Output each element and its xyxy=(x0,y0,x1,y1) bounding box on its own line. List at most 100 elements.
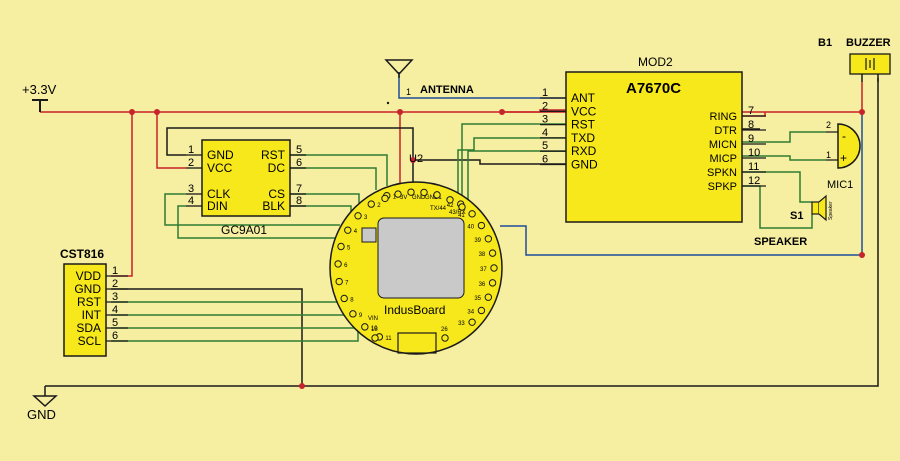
indus-pad-label: 1 xyxy=(393,195,397,201)
wire-mod-rxd xyxy=(467,150,566,200)
wire-micn xyxy=(742,131,826,143)
wire-gnd-rail xyxy=(45,78,879,387)
mod2-name: A7670C xyxy=(626,80,681,97)
mod2-ref: MOD2 xyxy=(638,55,673,69)
indus-pad-right xyxy=(468,318,476,326)
wire-spkn xyxy=(742,171,812,203)
junction-dot xyxy=(397,109,403,115)
mod2-pin-number: 4 xyxy=(542,127,548,139)
junction-dot xyxy=(859,109,865,115)
mod2-pin-number: 12 xyxy=(748,175,760,187)
indus-pad-right xyxy=(490,264,498,272)
indusboard: IndusBoard U2 3V GND GND1 TX/44 43/RX VI… xyxy=(329,153,503,355)
indus-pad-right xyxy=(484,293,493,301)
indus-label-vin: VIN xyxy=(368,316,378,322)
gc9a01-pin-number: 7 xyxy=(296,183,302,195)
mod2-pin-number: 11 xyxy=(748,161,759,173)
mod2-pin-number: 1 xyxy=(542,87,548,99)
gc9a01-pin-number: 3 xyxy=(188,183,194,195)
mod2-pin-name: DTR xyxy=(714,125,737,137)
indus-pad-label: 36 xyxy=(479,282,486,288)
mod2-pin-number: 5 xyxy=(542,140,548,152)
wire-3v3-cst-vdd xyxy=(111,112,133,277)
indusboard-lcd xyxy=(377,217,465,299)
indus-pad-label: 35 xyxy=(474,296,481,302)
mod2-pin-name: VCC xyxy=(571,104,597,118)
indus-pad-label: 33 xyxy=(458,321,465,327)
mic-minus: - xyxy=(842,129,846,143)
gc9a01-body xyxy=(201,139,291,217)
indus-pad-top xyxy=(394,190,402,198)
indus-pad-left xyxy=(334,260,342,268)
gc9a01-pin-name: BLK xyxy=(262,199,285,213)
indusboard-ref: U2 xyxy=(409,153,423,165)
wire-gc-cs xyxy=(290,193,360,203)
indus-pad-bottom xyxy=(371,334,379,342)
mod2-pin-name: SPKN xyxy=(707,167,737,179)
wire-antenna xyxy=(398,72,566,99)
wire-cst-sda xyxy=(111,318,355,329)
indus-pad-label: 18 xyxy=(371,327,378,333)
indus-pad-top xyxy=(407,188,415,196)
indus-pad-right xyxy=(484,235,493,243)
indus-pad-left xyxy=(367,200,375,208)
indusboard-name: IndusBoard xyxy=(384,303,445,317)
gc9a01-pin-name: RST xyxy=(261,148,286,162)
mod2-pin-number: 10 xyxy=(748,147,760,159)
cst816-pin-name: SCL xyxy=(78,334,102,348)
mic-pin1: 1 xyxy=(826,150,831,160)
indus-pad-label: 42 xyxy=(447,203,454,209)
gc9a01-pin-number: 1 xyxy=(188,144,194,156)
antenna-label: ANTENNA xyxy=(420,84,474,96)
indus-label-gnd: GND xyxy=(412,195,426,201)
mod2-pin-number: 9 xyxy=(748,133,754,145)
indus-pad-left xyxy=(361,323,369,331)
indus-pad-label: 11 xyxy=(385,336,392,342)
indus-pad-label: 4 xyxy=(354,229,358,235)
buzzer-icon xyxy=(865,58,875,70)
indus-pad-top xyxy=(420,188,428,197)
gc9a01-pin-name: GND xyxy=(207,148,234,162)
speaker-ref: S1 xyxy=(790,210,803,222)
indus-pad-label: 6 xyxy=(344,263,348,269)
indusboard-component xyxy=(361,227,377,243)
gnd-label: GND xyxy=(27,407,56,422)
junction-dot xyxy=(410,157,416,163)
indus-label-3v: 3V xyxy=(400,195,407,201)
indus-pad-label: 41 xyxy=(458,213,465,219)
indus-pad-right xyxy=(468,210,476,218)
antenna-dot xyxy=(386,101,390,105)
indus-pad-top xyxy=(458,203,466,211)
cst816-body xyxy=(63,263,107,357)
wire-mod-rst xyxy=(461,123,566,198)
cst816-pin-number: 1 xyxy=(112,265,118,277)
mic-pin2: 2 xyxy=(826,120,831,130)
indus-pad-top xyxy=(381,194,389,203)
wire-gc-clk xyxy=(164,193,340,226)
usb-connector xyxy=(397,332,437,354)
microphone: 2 1 - + MIC1 xyxy=(826,120,861,191)
mod2-pin-number: 8 xyxy=(748,119,754,131)
cst816-pin-name: VDD xyxy=(76,269,102,283)
gc9a01-pin-name: DC xyxy=(268,161,286,175)
indus-pad-left xyxy=(335,277,343,286)
gc9a01-pin-number: 2 xyxy=(188,157,194,169)
mod2-pin-name: MICP xyxy=(710,153,738,165)
cst816-pin-number: 4 xyxy=(112,304,118,316)
junction-dot xyxy=(859,252,865,258)
gc9a01-name: GC9A01 xyxy=(221,223,267,237)
wire-buzzer-ring xyxy=(742,82,863,117)
indus-pad-left xyxy=(340,294,348,303)
junction-dot xyxy=(499,109,505,115)
gc9a01-pin-name: DIN xyxy=(207,199,228,213)
junction-dot xyxy=(154,109,160,115)
wire-gc-blk xyxy=(290,205,352,214)
indus-pad-label: 8 xyxy=(350,297,354,303)
mod2-pin-name: GND xyxy=(571,158,598,172)
